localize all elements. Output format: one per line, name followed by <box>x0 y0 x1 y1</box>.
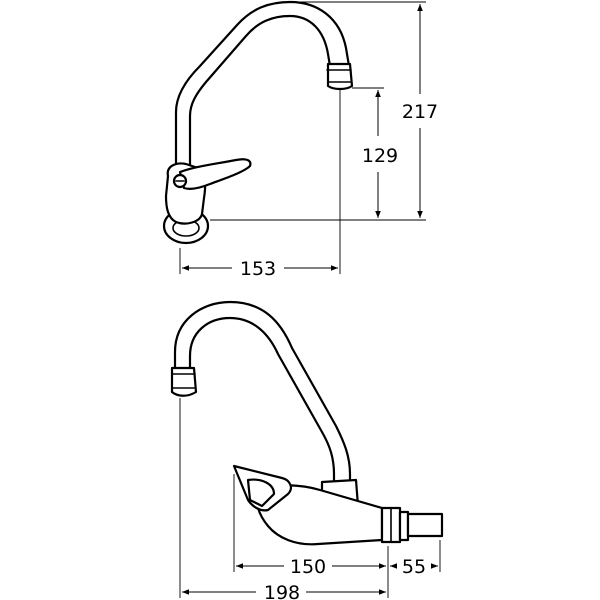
side-dimensions: 150 55 198 <box>179 398 441 600</box>
dim-label-217: 217 <box>402 101 438 123</box>
side-spout-outline <box>173 300 352 482</box>
front-spout-outline <box>174 0 351 174</box>
front-aerator <box>326 62 354 91</box>
dim-label-55: 55 <box>402 556 426 578</box>
side-aerator <box>170 366 198 397</box>
side-lever-knob <box>246 478 276 508</box>
side-spout-inner <box>188 316 336 482</box>
dim-label-129: 129 <box>362 145 398 167</box>
side-inlet-pipe <box>406 512 444 538</box>
side-view <box>170 300 444 546</box>
dim-label-153: 153 <box>240 258 276 280</box>
front-dimensions: 153 129 217 <box>179 1 438 280</box>
front-view <box>162 0 354 245</box>
dim-label-198: 198 <box>264 582 300 600</box>
side-washer <box>398 510 410 542</box>
front-spout-inner <box>188 14 332 174</box>
front-lever-handle <box>178 158 252 190</box>
dim-label-150: 150 <box>290 556 326 578</box>
